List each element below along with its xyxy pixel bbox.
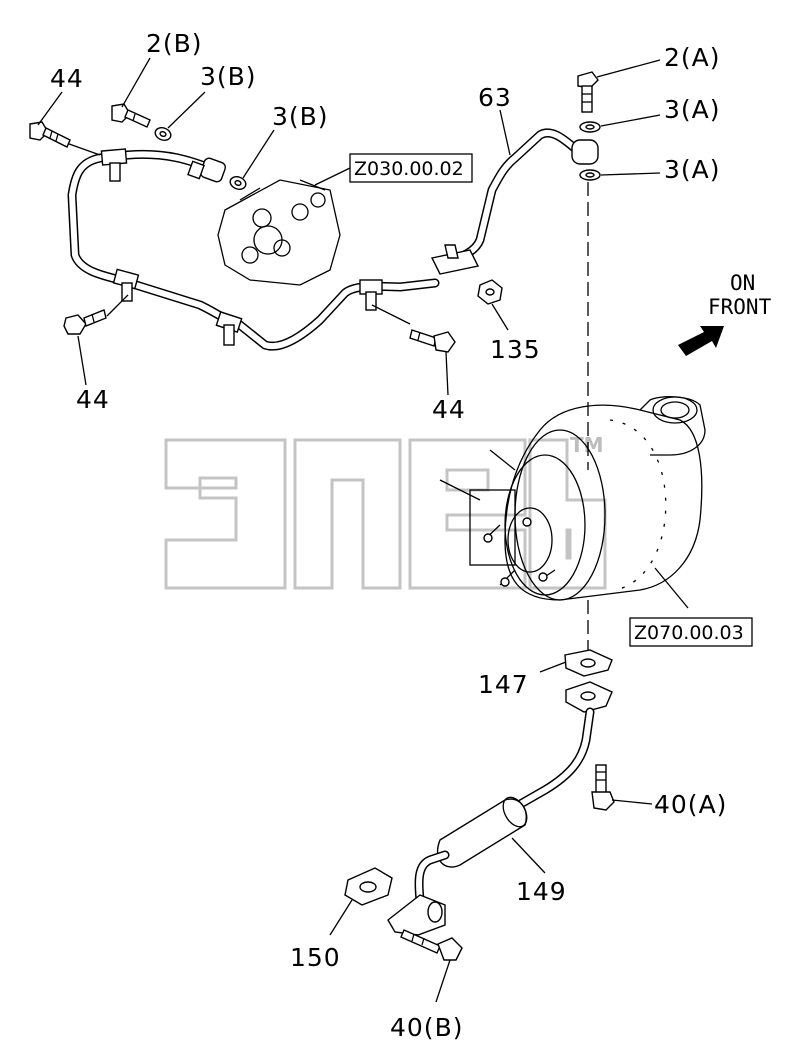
watermark-logo xyxy=(164,438,607,590)
bolt-44-right-icon xyxy=(409,329,456,353)
label-2b: 2(B) xyxy=(146,29,203,58)
label-3b-b: 3(B) xyxy=(272,102,329,131)
washer-3b-a-icon xyxy=(154,127,172,141)
ref-z070-text: Z070.00.03 xyxy=(634,622,744,644)
label-44-left: 44 xyxy=(76,385,110,414)
label-40b: 40(B) xyxy=(390,1013,463,1042)
label-147: 147 xyxy=(478,670,529,699)
turbocharger xyxy=(439,396,706,601)
bolt-44-left-icon xyxy=(63,309,107,335)
front-label-line2: FRONT xyxy=(708,295,772,319)
bolt-40b-icon xyxy=(400,929,463,961)
label-40a: 40(A) xyxy=(654,790,727,819)
label-135: 135 xyxy=(490,335,541,364)
leader-lines xyxy=(37,57,689,1003)
gasket-147-icon xyxy=(564,649,613,677)
nut-135-icon xyxy=(477,279,503,305)
oil-pump-housing xyxy=(217,179,341,286)
label-150: 150 xyxy=(290,943,341,972)
washer-3a-a-icon xyxy=(579,121,601,133)
label-44-top: 44 xyxy=(50,64,84,93)
ref-box-z030[interactable]: Z030.00.02 xyxy=(349,153,473,183)
oil-feed-pipe-63 xyxy=(430,128,599,275)
washer-3a-b-icon xyxy=(579,169,601,181)
bolt-2b-icon xyxy=(111,103,151,128)
label-3a-b: 3(A) xyxy=(664,155,721,184)
label-3b-a: 3(B) xyxy=(200,62,257,91)
gasket-150-icon xyxy=(344,867,393,906)
label-3a-a: 3(A) xyxy=(664,95,721,124)
label-44-right: 44 xyxy=(432,395,466,424)
label-2a: 2(A) xyxy=(664,43,721,72)
ref-z030-text: Z030.00.02 xyxy=(354,158,464,180)
label-149: 149 xyxy=(516,877,567,906)
bolt-2a-icon xyxy=(577,71,599,113)
front-arrow-icon xyxy=(678,326,724,356)
label-63: 63 xyxy=(478,83,512,112)
bolt-44-top-icon xyxy=(29,121,71,148)
front-label-line1: ON xyxy=(730,271,755,295)
washer-3b-b-icon xyxy=(229,176,247,190)
oil-return-pipe-149 xyxy=(387,681,613,936)
bolt-40a-icon xyxy=(591,764,615,811)
watermark-tm: TM xyxy=(570,433,604,457)
oil-feed-pipe-left xyxy=(57,139,440,351)
ref-box-z070[interactable]: Z070.00.03 xyxy=(629,617,753,647)
